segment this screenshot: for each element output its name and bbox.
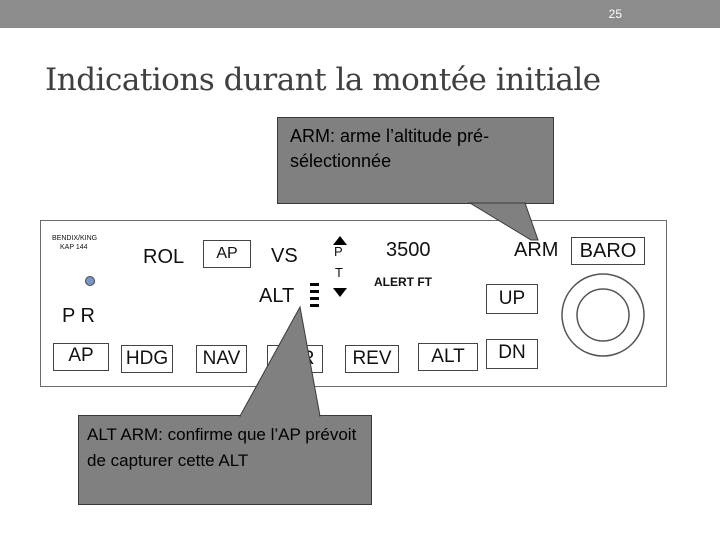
altitude-select-knob-icon[interactable] xyxy=(561,273,645,357)
rev-button[interactable]: REV xyxy=(345,345,399,373)
alt-arm-callout-text: ALT ARM: confirme que l’AP prévoit de ca… xyxy=(87,425,357,470)
altitude-value: 3500 xyxy=(386,239,431,261)
indicator-light xyxy=(85,276,95,286)
page-number: 25 xyxy=(608,7,622,21)
nav-button[interactable]: NAV xyxy=(196,345,247,373)
pt-label-t: T xyxy=(335,265,343,280)
model-name: KAP 144 xyxy=(60,244,88,251)
dn-button[interactable]: DN xyxy=(486,339,538,369)
alt-annunciator: ALT xyxy=(259,285,295,307)
arm-callout: ARM: arme l’altitude pré-sélectionnée xyxy=(277,117,554,204)
ap-annunciator: AP xyxy=(203,240,251,268)
slide-header-bar: 25 xyxy=(0,0,720,28)
arm-callout-text: ARM: arme l’altitude pré-sélectionnée xyxy=(290,126,490,171)
pitch-trim-arrows-icon xyxy=(333,236,347,297)
alert-ft-label: ALERT FT xyxy=(374,275,432,289)
alt-indicator-bars-icon xyxy=(310,283,319,307)
ap-button[interactable]: AP xyxy=(53,343,109,371)
autopilot-panel: BENDIX/KING KAP 144 ROL AP VS P T 3500 A… xyxy=(40,220,667,387)
baro-button[interactable]: BARO xyxy=(571,237,645,265)
pr-label: P R xyxy=(62,305,95,327)
pt-label-p: P xyxy=(334,244,343,259)
alt-arm-callout-pointer xyxy=(239,305,321,417)
vs-annunciator: VS xyxy=(271,245,298,267)
alt-arm-callout: ALT ARM: confirme que l’AP prévoit de ca… xyxy=(78,415,372,505)
alt-button[interactable]: ALT xyxy=(418,343,478,371)
rol-annunciator: ROL xyxy=(143,246,185,268)
slide-title: Indications durant la montée initiale xyxy=(45,62,601,98)
arm-callout-pointer xyxy=(468,202,539,241)
up-button[interactable]: UP xyxy=(486,284,538,314)
arm-annunciator: ARM xyxy=(514,239,559,261)
hdg-button[interactable]: HDG xyxy=(121,345,173,373)
brand-name: BENDIX/KING xyxy=(52,235,98,242)
